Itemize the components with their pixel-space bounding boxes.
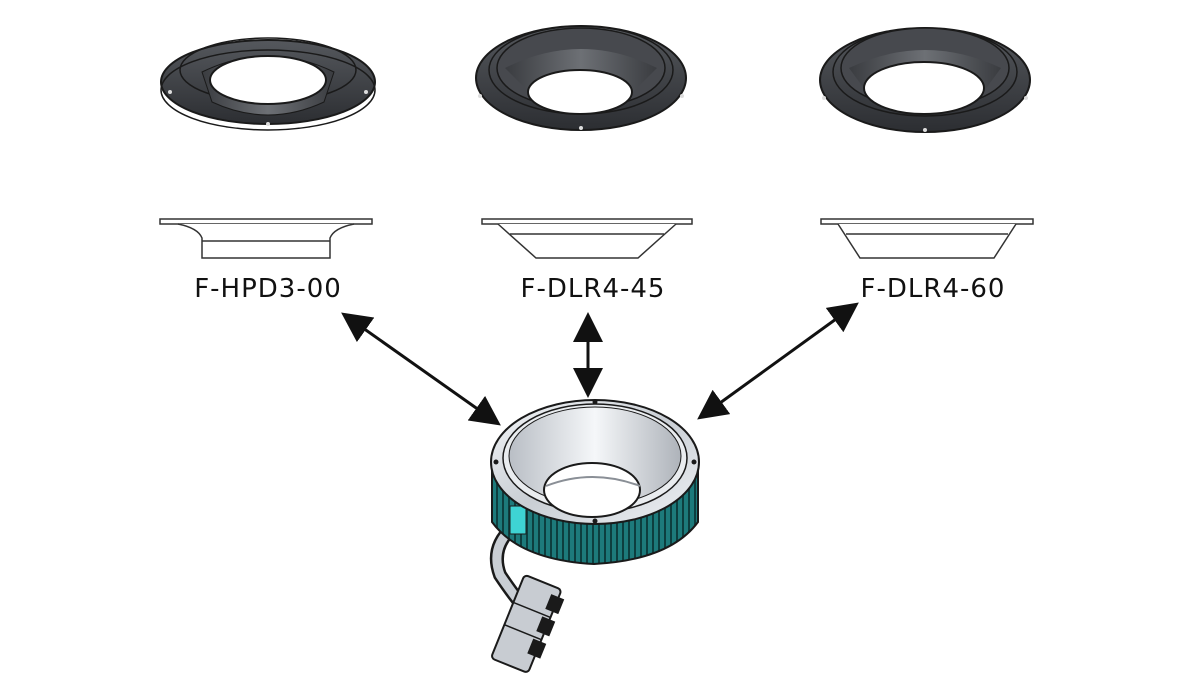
flange-3d-hpd3 [160, 37, 376, 131]
part-label-dlr4-45: F-DLR4-45 [521, 274, 666, 304]
flange-profile-hpd3 [159, 218, 373, 259]
flange-profile-dlr4-60 [820, 218, 1034, 259]
flange-3d-dlr4-45 [475, 25, 687, 131]
arrow-dlr4-60-to-ring [697, 302, 859, 420]
flange-3d-dlr4-60 [819, 27, 1031, 133]
arrow-hpd3-to-ring [341, 312, 501, 426]
part-label-dlr4-60: F-DLR4-60 [861, 274, 1006, 304]
part-label-hpd3: F-HPD3-00 [194, 274, 342, 304]
cable-connector [490, 522, 565, 673]
flange-profile-dlr4-45 [481, 218, 693, 259]
ring-light-base [490, 399, 700, 673]
